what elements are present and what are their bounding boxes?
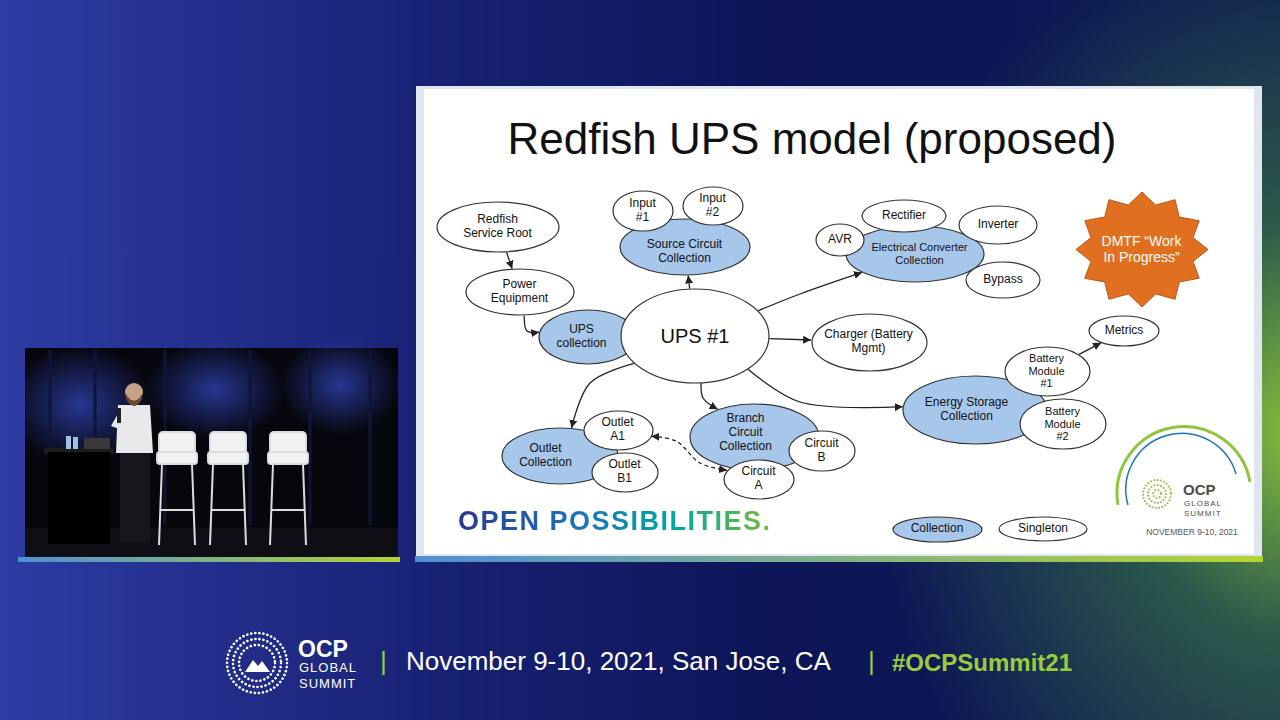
node-label: Inverter bbox=[977, 218, 1019, 232]
node-label: Energy Storage Collection bbox=[921, 396, 1013, 424]
singleton-ellipse: UPS #1 bbox=[620, 288, 770, 384]
node-label: Rectifier bbox=[881, 209, 926, 223]
singleton-ellipse: Power Equipment bbox=[465, 268, 575, 316]
logo-wordmark: SUMMIT bbox=[1184, 509, 1222, 518]
node-label: Power Equipment bbox=[489, 278, 551, 306]
connector-arrow bbox=[769, 339, 811, 340]
singleton-ellipse: Inverter bbox=[958, 205, 1038, 245]
node-label: Input #1 bbox=[626, 197, 660, 225]
node-label: Outlet Collection bbox=[514, 442, 578, 470]
logo-wordmark: OCP bbox=[298, 636, 348, 662]
node-label: DMTF “Work In Progress” bbox=[1102, 233, 1182, 265]
singleton-ellipse: Charger (Battery Mgmt) bbox=[811, 313, 928, 372]
speaker-video bbox=[5, 335, 400, 557]
node-label: Circuit B bbox=[802, 437, 842, 465]
singleton-ellipse: Circuit B bbox=[788, 430, 856, 472]
singleton-ellipse: Bypass bbox=[965, 261, 1041, 299]
logo-wordmark: OCP bbox=[1183, 481, 1216, 498]
node-label: UPS collection bbox=[553, 323, 611, 351]
node-label: Source Circuit Collection bbox=[640, 238, 730, 266]
node-label: Electrical Converter Collection bbox=[865, 241, 975, 266]
node-label: Input #2 bbox=[696, 192, 730, 220]
hashtag: #OCPSummit21 bbox=[892, 649, 1072, 677]
logo-wordmark: GLOBAL bbox=[299, 661, 357, 676]
event-info: November 9-10, 2021, San Jose, CA bbox=[406, 647, 831, 677]
collection-ellipse: Outlet CollectionOutlet A1Outlet B1 bbox=[501, 427, 619, 485]
node-label: Battery Module #2 bbox=[1039, 405, 1087, 443]
logo-wordmark: GLOBAL bbox=[1184, 499, 1222, 508]
legend-label: Singleton bbox=[1017, 522, 1068, 536]
connector-arrow bbox=[1079, 343, 1101, 354]
connector-arrow bbox=[748, 369, 903, 407]
legend-swatch bbox=[999, 517, 1087, 541]
node-label: Bypass bbox=[983, 273, 1023, 287]
collection-ellipse: Electrical Converter CollectionAVRRectif… bbox=[845, 225, 985, 283]
tagline: OPEN POSSIBILITIES. bbox=[458, 506, 772, 537]
singleton-ellipse: Battery Module #1 bbox=[1004, 346, 1091, 397]
node-label: Charger (Battery Mgmt) bbox=[823, 328, 915, 356]
singleton-ellipse: Battery Module #2 bbox=[1019, 398, 1107, 450]
event-date: NOVEMBER 9-10, 2021 bbox=[1146, 528, 1238, 538]
connector-arrow bbox=[524, 315, 539, 332]
node-label: Battery Module #1 bbox=[1023, 352, 1071, 390]
node-label: Outlet A1 bbox=[598, 416, 638, 444]
singleton-ellipse: Metrics bbox=[1088, 315, 1160, 347]
node-label: Branch Circuit Collection bbox=[715, 412, 777, 453]
node-label: AVR bbox=[828, 233, 853, 247]
connector-arrow bbox=[507, 252, 513, 268]
singleton-ellipse: Circuit A bbox=[723, 459, 795, 500]
singleton-ellipse: Outlet A1 bbox=[583, 410, 654, 451]
connector-arrow bbox=[688, 275, 689, 288]
node-label: Outlet B1 bbox=[605, 458, 645, 486]
singleton-ellipse: Outlet B1 bbox=[591, 452, 659, 493]
node-label: UPS #1 bbox=[660, 325, 730, 348]
slide-logo bbox=[1117, 427, 1250, 508]
status-badge: DMTF “Work In Progress” bbox=[1075, 191, 1209, 308]
node-label: Circuit A bbox=[739, 465, 779, 493]
connector-arrow bbox=[758, 272, 862, 310]
collection-ellipse: Branch Circuit CollectionCircuit BCircui… bbox=[689, 403, 820, 471]
node-label: Metrics bbox=[1104, 324, 1144, 338]
collection-ellipse: Energy Storage CollectionBattery Module … bbox=[902, 375, 1048, 445]
singleton-ellipse: Rectifier bbox=[861, 199, 947, 233]
collection-ellipse: Source Circuit CollectionInput #1Input #… bbox=[619, 218, 751, 276]
summit-logo bbox=[227, 633, 287, 693]
logo-wordmark: SUMMIT bbox=[299, 677, 356, 692]
singleton-ellipse: AVR bbox=[815, 223, 865, 257]
node-label: Redfish Service Root bbox=[460, 213, 535, 241]
singleton-ellipse: Input #1 bbox=[612, 190, 674, 232]
slide-title: Redfish UPS model (proposed) bbox=[508, 114, 1117, 165]
legend-entry: Collection bbox=[892, 516, 983, 543]
legend-entry: Singleton bbox=[998, 516, 1088, 542]
singleton-ellipse: Redfish Service Root bbox=[436, 201, 560, 253]
legend-label: Collection bbox=[910, 522, 964, 536]
separator: | bbox=[380, 647, 387, 677]
legend-swatch bbox=[893, 517, 982, 542]
connector-arrow bbox=[701, 383, 718, 409]
singleton-ellipse: Input #2 bbox=[682, 186, 744, 226]
separator: | bbox=[868, 647, 875, 677]
